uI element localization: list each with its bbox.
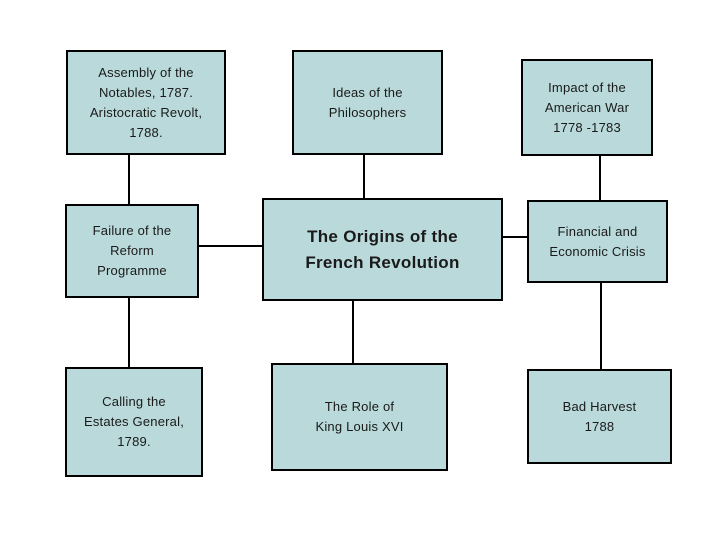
node-failure-of-the-reform-programme: Failure of the Reform Programme [65, 204, 199, 298]
connector-origins-to-role [352, 301, 354, 363]
connector-assembly-to-failure [128, 155, 130, 204]
connector-impact-to-financial [599, 156, 601, 200]
node-origins-of-the-french-revolution: The Origins of the French Revolution [262, 198, 503, 301]
connector-failure-to-origins [199, 245, 262, 247]
connector-failure-to-calling [128, 298, 130, 367]
connector-ideas-to-origins [363, 155, 365, 198]
node-assembly-of-the-notables: Assembly of the Notables, 1787. Aristocr… [66, 50, 226, 155]
connector-origins-to-financial [503, 236, 527, 238]
node-ideas-of-the-philosophers: Ideas of the Philosophers [292, 50, 443, 155]
node-bad-harvest-1788: Bad Harvest 1788 [527, 369, 672, 464]
node-role-of-king-louis-xvi: The Role of King Louis XVI [271, 363, 448, 471]
node-financial-and-economic-crisis: Financial and Economic Crisis [527, 200, 668, 283]
node-impact-of-the-american-war: Impact of the American War 1778 -1783 [521, 59, 653, 156]
connector-financial-to-harvest [600, 283, 602, 369]
node-calling-the-estates-general: Calling the Estates General, 1789. [65, 367, 203, 477]
